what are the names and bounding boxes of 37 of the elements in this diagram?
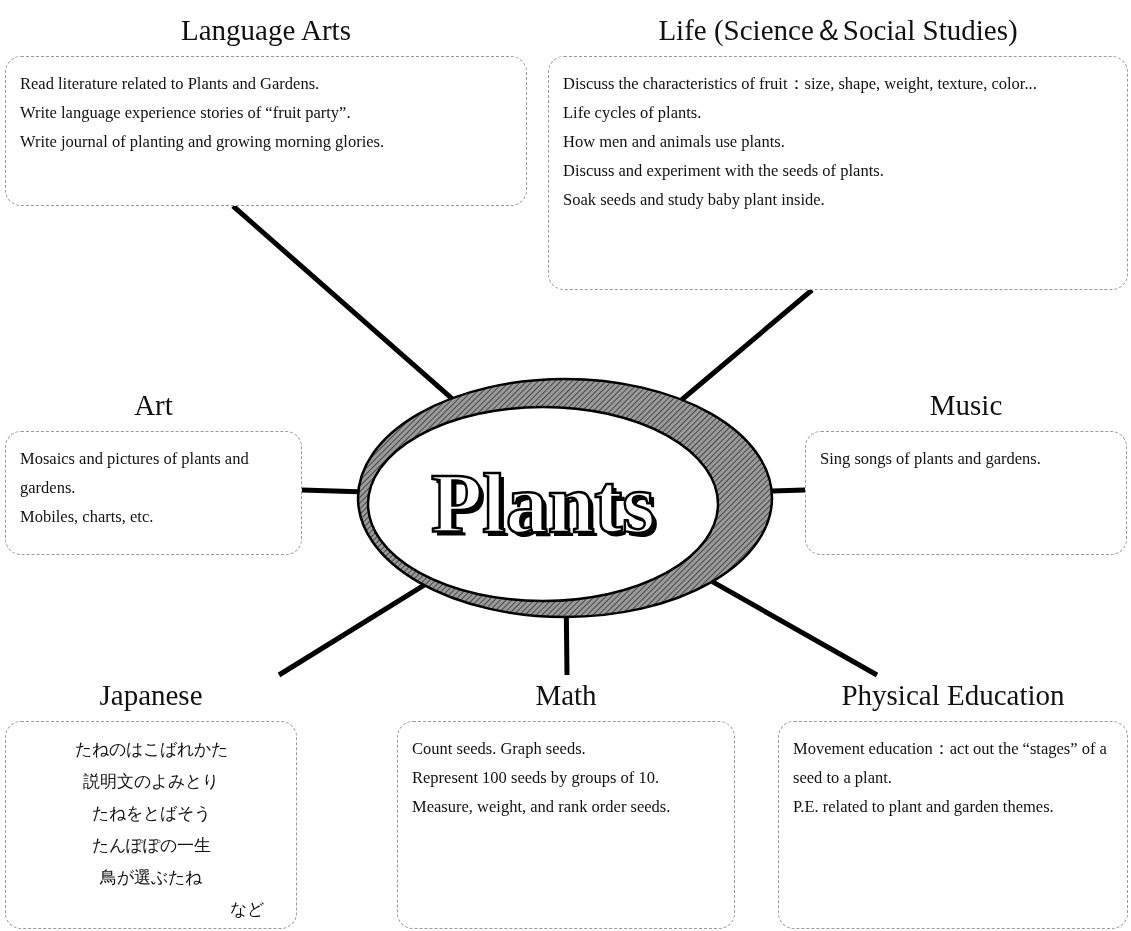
activity-text: Discuss and experiment with the seeds of plants.: [563, 160, 884, 182]
subject-heading: Math: [535, 678, 597, 713]
subject-heading: Life (Science＆Social Studies): [658, 13, 1018, 48]
activity-text: Discuss the characteristics of fruit：size, shape, weight, texture, color...: [563, 73, 1037, 95]
activity-text: P.E. related to plant and garden themes.: [793, 796, 1054, 818]
connector-line: [301, 487, 359, 495]
connector-line: [563, 616, 570, 676]
activity-text: Write language experience stories of “fruit party”.: [20, 102, 351, 124]
activity-text: Mobiles, charts, etc.: [20, 506, 154, 528]
connector-line: [771, 487, 806, 494]
topic-title: Plants: [431, 459, 656, 549]
subject-heading: Art: [134, 388, 173, 423]
connector-line: [277, 583, 426, 678]
activity-text: など: [230, 899, 264, 921]
activity-text: たんぽぽの一生: [91, 835, 211, 857]
activity-text: たねのはこばれかた: [74, 739, 228, 761]
activity-text: Write journal of planting and growing morning glories.: [20, 131, 385, 153]
activity-text: たねをとばそう: [91, 803, 211, 825]
activity-text: Represent 100 seeds by groups of 10.: [412, 767, 659, 789]
subject-heading: Japanese: [99, 678, 203, 713]
activity-text: Movement education：act out the “stages” of a seed to a plant.: [793, 738, 1108, 789]
activity-text: Mosaics and pictures of plants and gardens.: [20, 448, 250, 499]
activity-text: Measure, weight, and rank order seeds.: [412, 796, 671, 818]
activity-text: Soak seeds and study baby plant inside.: [563, 189, 825, 211]
activity-text: Read literature related to Plants and Gardens.: [20, 73, 320, 95]
activity-text: Sing songs of plants and gardens.: [820, 448, 1041, 470]
subject-heading: Music: [929, 388, 1003, 423]
subject-heading: Physical Education: [841, 678, 1065, 713]
activity-text: Count seeds. Graph seeds.: [412, 738, 586, 760]
activity-text: How men and animals use plants.: [563, 131, 785, 153]
connector-line: [711, 579, 879, 678]
activity-text: Life cycles of plants.: [563, 102, 702, 124]
activity-text: 鳥が選ぶたね: [100, 867, 202, 889]
connector-line: [231, 204, 454, 401]
activity-text: 説明文のよみとり: [83, 771, 219, 793]
connector-line: [680, 288, 814, 402]
subject-heading: Language Arts: [181, 13, 351, 48]
